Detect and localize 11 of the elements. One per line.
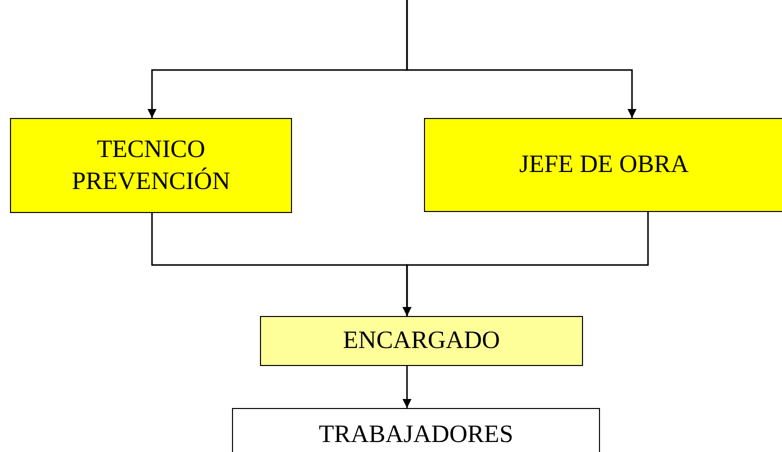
connector-arrow (406, 0, 636, 118)
role-label: ENCARGADO (343, 326, 500, 356)
org-box (232, 408, 600, 452)
connector-arrow (402, 366, 412, 408)
org-box (260, 316, 583, 366)
connector-arrow (402, 212, 649, 316)
org-box (10, 118, 292, 213)
org-box (424, 118, 782, 212)
role-label: TECNICO PREVENCIÓN (70, 135, 232, 196)
role-label: TRABAJADORES (318, 420, 514, 450)
role-label: JEFE DE OBRA (519, 150, 689, 180)
